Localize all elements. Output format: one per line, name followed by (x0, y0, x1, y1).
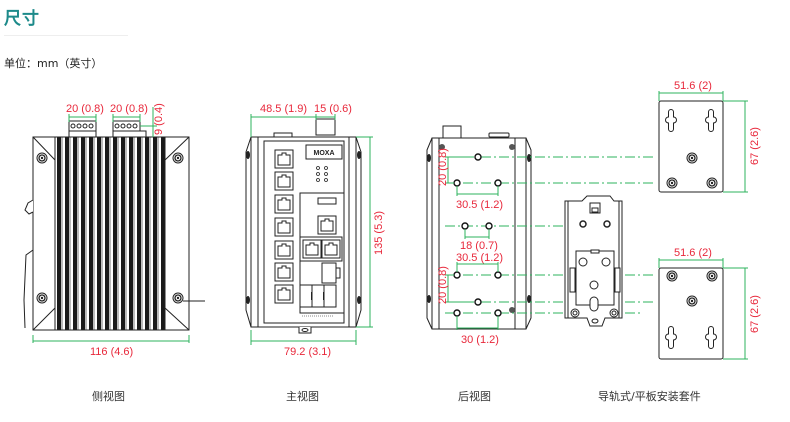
mount-hole (453, 179, 461, 187)
back-view-drawing: 20 (0.8) 30.5 (1.2) 18 (0.7) 30.5 (1.2) … (426, 125, 655, 346)
dim-upper-horizontal: 30.5 (1.2) (456, 199, 503, 211)
dim-width: 79.2 (3.1) (284, 346, 331, 358)
dim-upper-vertical: 20 (0.8) (437, 148, 449, 186)
screw-icon (36, 152, 48, 164)
mount-hole (453, 271, 461, 279)
dim-connector-height: 9 (0.4) (153, 103, 165, 135)
side-view-drawing: 20 (0.8) 20 (0.8) 9 (0.4) 116 (4.6) (23, 103, 205, 358)
mount-hole (494, 179, 502, 187)
screw-icon (706, 270, 718, 282)
caption-side-view: 侧视图 (92, 390, 125, 403)
mount-hole (485, 222, 493, 230)
title-divider (4, 35, 128, 36)
dim-connector-b: 20 (0.8) (110, 103, 148, 115)
dim-lower-vertical: 20 (0.8) (437, 266, 449, 304)
screw-icon (172, 152, 184, 164)
caption-front-view: 主视图 (286, 390, 319, 403)
section-title: 尺寸 (4, 9, 40, 29)
top-connector (315, 118, 336, 136)
dim-top-plate-width: 51.6 (2) (674, 80, 712, 92)
dim-connector-a: 20 (0.8) (66, 103, 104, 115)
dim-connector-width: 15 (0.6) (314, 103, 352, 115)
dim-bottom-plate-width: 51.6 (2) (674, 247, 712, 259)
moxa-logo: MOXA (314, 150, 335, 157)
screw-icon (666, 270, 678, 282)
dim-bottom-horizontal: 30 (1.2) (461, 334, 499, 346)
caption-din-rail-kit: 导轨式/平板安装套件 (598, 390, 701, 403)
dim-middle-horizontal: 18 (0.7) (460, 240, 498, 252)
top-mount-plate (658, 100, 724, 193)
dim-depth: 116 (4.6) (90, 346, 133, 358)
screw-icon (666, 177, 678, 189)
mount-hole (461, 222, 469, 230)
ethernet-ports-left (274, 149, 294, 304)
din-rail-kit-drawing: 51.6 (2) 67 (2.6) 51.6 (2) 67 (2.6) (564, 80, 761, 360)
front-view-drawing: MOXA (245, 103, 385, 358)
usb-port (317, 197, 337, 205)
mount-hole (494, 309, 502, 317)
mount-hole (474, 153, 482, 161)
dim-bottom-plate-height: 67 (2.6) (749, 295, 761, 333)
sfp-ports (299, 284, 337, 308)
dim-top-plate-height: 67 (2.6) (749, 127, 761, 165)
dim-left-offset: 48.5 (1.9) (260, 103, 307, 115)
screw-icon (686, 152, 698, 164)
screw-icon (706, 177, 718, 189)
dim-lower-horizontal-top: 30.5 (1.2) (456, 252, 503, 264)
screw-icon (686, 295, 698, 307)
dim-height: 135 (5.3) (373, 211, 385, 255)
unit-label: 单位：mm（英寸） (4, 57, 103, 70)
caption-back-view: 后视图 (458, 390, 491, 403)
console-port (317, 215, 337, 235)
screw-icon (36, 292, 48, 304)
terminal-block-left (68, 120, 97, 138)
din-clip (24, 199, 34, 215)
mount-hole (494, 271, 502, 279)
mount-hole (453, 309, 461, 317)
terminal-block-right (112, 120, 147, 138)
heatsink-fins (54, 136, 166, 331)
screw-icon (172, 292, 184, 304)
mount-hole (474, 298, 482, 306)
